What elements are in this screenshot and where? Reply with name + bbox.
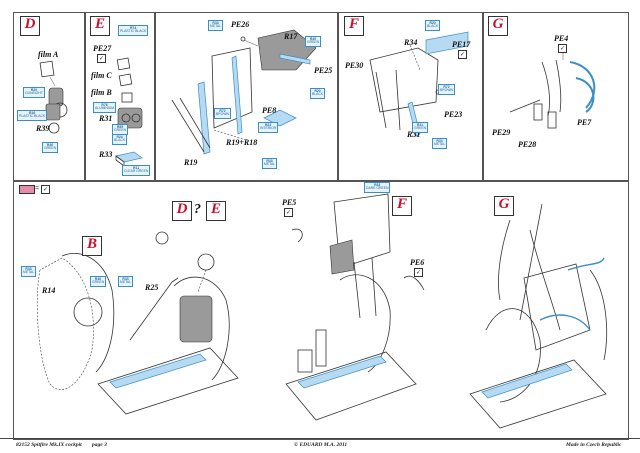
assembly-question-mark: ? <box>194 202 201 217</box>
label-pe17: PE17 <box>452 40 471 49</box>
panel-g <box>482 12 629 182</box>
label-r34: R34 <box>404 38 418 47</box>
label-r33: R33 <box>99 150 113 159</box>
label-pe26: PE26 <box>231 20 250 29</box>
assembly-b-label: B <box>82 236 102 256</box>
reflector-drawing <box>115 57 143 167</box>
label-r19: R19 <box>184 158 198 167</box>
label-r25: R25 <box>145 283 159 292</box>
legend-check-icon: ✓ <box>41 185 50 194</box>
footer-copyright: © EDUARD M.A. 2011 <box>294 442 348 448</box>
label-film-c: film C <box>91 71 112 80</box>
footer-kit: 82152 Spitfire Mk.IX cockpit <box>16 442 82 448</box>
assembly-f-drawing <box>285 193 425 421</box>
label-r14: R14 <box>42 286 56 295</box>
label-pe6: PE6 <box>410 258 425 267</box>
pe5-check-icon: ✓ <box>284 208 293 217</box>
label-r31-e: R31 <box>99 114 113 123</box>
label-pe30: PE30 <box>345 61 364 70</box>
label-pe23: PE23 <box>444 110 463 119</box>
pe27-check-icon: ✓ <box>97 54 106 63</box>
label-film-b: film B <box>91 88 112 97</box>
panel-seat <box>154 12 339 182</box>
pe4-check-icon: ✓ <box>558 44 567 53</box>
legend-equals: = <box>35 184 39 192</box>
step-d-label: D <box>20 16 40 36</box>
seat-parts-drawing <box>171 29 317 155</box>
assembly-g-drawing <box>469 203 608 429</box>
label-pe29: PE29 <box>492 128 511 137</box>
pe17-check-icon: ✓ <box>458 50 467 59</box>
pe6-check-icon: ✓ <box>414 268 423 277</box>
harness-drawing <box>509 50 596 129</box>
footer-page: page 3 <box>92 442 107 448</box>
label-pe4: PE4 <box>554 34 569 43</box>
gunsight-drawing <box>39 60 68 134</box>
label-pe27: PE27 <box>93 44 112 53</box>
label-pe28: PE28 <box>518 140 537 149</box>
label-film-a: film A <box>38 50 59 59</box>
assembly-f-label: F <box>392 196 412 216</box>
panel-assembly <box>13 180 629 440</box>
label-r39: R39 <box>36 124 50 133</box>
assembly-e-label: E <box>206 201 226 221</box>
assembly-g-label: G <box>494 196 514 216</box>
label-r19-r18: R19+R18 <box>226 138 258 147</box>
step-f-label: F <box>344 16 364 36</box>
frame-b-drawing <box>36 231 239 415</box>
footer-origin: Made in Czech Republic <box>566 442 622 448</box>
label-pe25: PE25 <box>314 66 333 75</box>
label-pe8: PE8 <box>262 106 277 115</box>
assembly-d-label: D <box>172 201 192 221</box>
step-g-label: G <box>488 16 508 36</box>
panel-e <box>84 12 156 182</box>
legend-swatch <box>19 185 35 194</box>
label-pe5: PE5 <box>282 198 297 207</box>
step-e-label: E <box>90 16 110 36</box>
panel-d <box>13 12 86 182</box>
label-pe7: PE7 <box>577 118 592 127</box>
panel-f <box>337 12 484 182</box>
label-r17: R17 <box>284 32 298 41</box>
label-r31-f: R31 <box>407 130 421 139</box>
footer: 82152 Spitfire Mk.IX cockpit page 3 © ED… <box>0 438 640 451</box>
